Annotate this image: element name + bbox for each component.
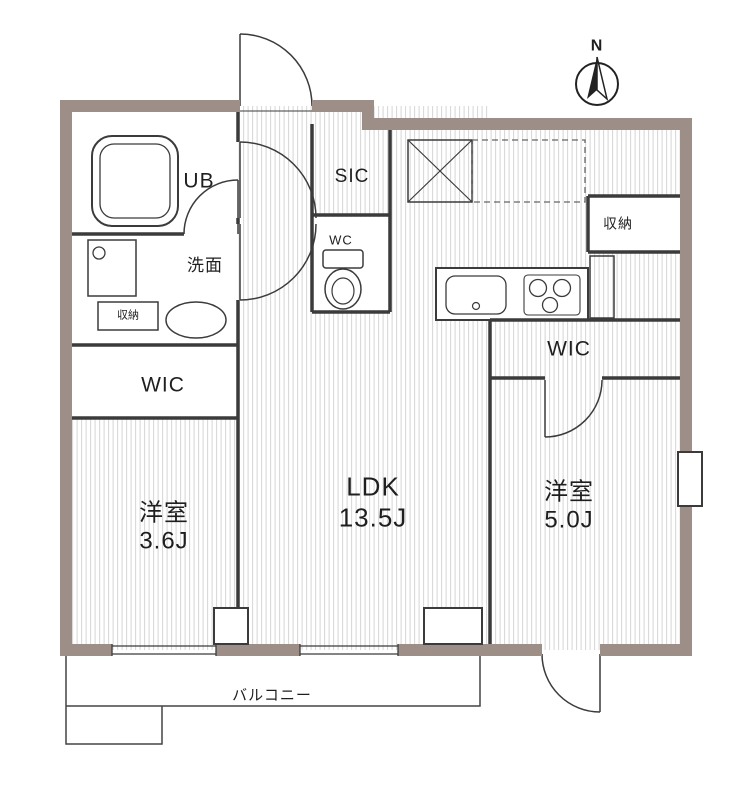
entrance-door-arc [239, 33, 313, 107]
label-washroom: 洗面 [187, 255, 223, 275]
label-storage-small: 収納 [117, 309, 139, 322]
bedroom-right-size: 5.0J [544, 507, 594, 534]
label-balcony: バルコニー [232, 687, 312, 705]
bedroom-left-name: 洋室 [139, 499, 189, 527]
ldk-size: 13.5J [338, 502, 408, 532]
outer-walls [60, 100, 692, 656]
stove-icon [523, 274, 581, 316]
hallway-door-arc-upper [239, 141, 317, 219]
label-ub: UB [183, 169, 215, 193]
basin-icon [165, 301, 227, 339]
compass-icon [575, 56, 619, 106]
label-wic-left: WIC [141, 373, 185, 397]
bathtub-icon [91, 135, 179, 227]
bedroom-right-door-arc [544, 379, 603, 438]
balcony-window-left [111, 644, 217, 656]
label-ldk: LDK 13.5J [339, 471, 408, 532]
washing-machine-icon [87, 239, 137, 297]
floor-fills [66, 106, 686, 650]
refrigerator-space [407, 139, 586, 203]
interior-walls [60, 106, 686, 650]
bath-door-arc [183, 179, 239, 235]
label-wc: WC [329, 232, 353, 248]
door-arcs [183, 33, 603, 713]
bedroom-left-size: 3.6J [139, 528, 189, 555]
balcony-window-center [299, 644, 399, 656]
right-wall-window-box [677, 451, 703, 507]
hallway-door-arc-lower [239, 223, 317, 301]
label-sic: SIC [334, 165, 370, 187]
label-storage-right: 収納 [603, 215, 633, 232]
storage-small-box [97, 301, 159, 331]
label-north: N [590, 37, 604, 55]
kitchen-sink-icon [445, 275, 507, 315]
balcony-outline [65, 656, 481, 745]
label-bedroom-right: 洋室 5.0J [544, 479, 594, 536]
bedroom-right-name: 洋室 [544, 478, 594, 506]
toilet-icon [322, 249, 364, 310]
pipe-space [589, 255, 615, 319]
outward-door-arc [541, 653, 601, 713]
label-wic-right: WIC [547, 337, 591, 361]
kitchen-counter [435, 267, 589, 321]
pillar-boxes [213, 451, 703, 645]
label-bedroom-left: 洋室 3.6J [139, 500, 189, 557]
ldk-name: LDK [346, 471, 400, 502]
